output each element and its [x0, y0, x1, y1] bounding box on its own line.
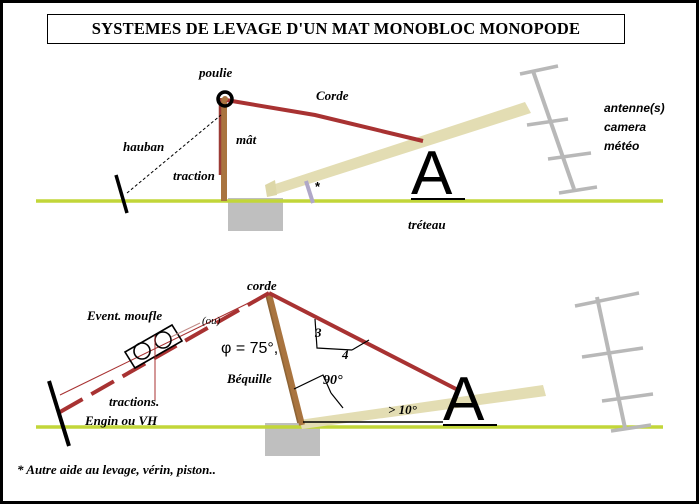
- bottom-anchor-stake: [47, 380, 71, 447]
- top-hauban: [126, 114, 222, 194]
- label-treteau: tréteau: [408, 217, 446, 232]
- label-payload-camera: camera: [604, 120, 647, 134]
- diagram-stage: SYSTEMES DE LEVAGE D'UN MAT MONOBLOC MON…: [3, 3, 696, 501]
- moufle-icon: [123, 323, 184, 370]
- top-boom-butt: [265, 180, 277, 197]
- top-mast-pedestal: [228, 198, 283, 231]
- bottom-antenna-crossbar-2: [581, 346, 644, 359]
- label-mat: mât: [236, 132, 257, 147]
- label-event-moufle: Event. moufle: [87, 308, 163, 323]
- top-antenna-pole: [531, 70, 576, 190]
- label-poulie: poulie: [199, 65, 233, 80]
- label-payload-antenne: antenne(s): [604, 101, 665, 115]
- label-ratio-rise: 3: [315, 325, 322, 340]
- label-phi-angle: φ = 75°,: [221, 340, 279, 357]
- bottom-antenna-crossbar-1: [574, 291, 640, 308]
- bottom-boom: [299, 385, 546, 429]
- label-hauban: hauban: [123, 139, 165, 154]
- bottom-treteau-aframe: A: [443, 365, 485, 434]
- bottom-traction-rope-thin: [59, 292, 270, 396]
- bottom-antenna-pole: [595, 296, 627, 429]
- title-box: SYSTEMES DE LEVAGE D'UN MAT MONOBLOC MON…: [47, 14, 625, 44]
- bottom-rope-right: [268, 291, 457, 391]
- bottom-antenna-crossbar-4: [610, 423, 652, 433]
- ou-leader-line: [170, 322, 201, 338]
- bottom-antenna-crossbar-3: [601, 392, 654, 403]
- pulley-hub-icon: [222, 96, 228, 102]
- slope-ratio-pointer: [351, 339, 370, 351]
- top-antenna-crossbar-4: [558, 185, 598, 195]
- top-treteau-aframe: A: [411, 139, 453, 208]
- moufle-body: [123, 323, 184, 370]
- label-corde-bottom: corde: [247, 278, 277, 293]
- right-angle-marks: [293, 374, 332, 394]
- pulley-icon: [216, 90, 234, 108]
- top-jack-strut: [304, 180, 315, 204]
- right-angle-pointer: [330, 392, 344, 409]
- label-bequille: Béquille: [227, 371, 272, 386]
- footnote: * Autre aide au levage, vérin, piston..: [17, 462, 216, 477]
- bottom-antenna-assembly: [574, 291, 654, 433]
- bottom-traction-rope-main: [59, 291, 270, 414]
- label-engin-ou-vh: Engin ou VH: [85, 413, 158, 428]
- label-traction: traction: [173, 168, 215, 183]
- top-antenna-crossbar-2: [526, 117, 569, 127]
- label-ground-angle: > 10°: [388, 402, 417, 417]
- label-payload-meteo: météo: [604, 139, 640, 153]
- diagram-vectors: [36, 64, 663, 447]
- top-antenna-crossbar-3: [547, 151, 592, 161]
- top-antenna-assembly: [519, 64, 598, 195]
- label-tractions: tractions.: [109, 394, 160, 409]
- page-title: SYSTEMES DE LEVAGE D'UN MAT MONOBLOC MON…: [91, 19, 581, 38]
- label-right-angle: 90°: [323, 373, 343, 388]
- moufle-sheave-1: [133, 342, 151, 360]
- slope-ratio-marks: [314, 318, 353, 351]
- top-anchor-stake: [114, 174, 129, 214]
- bequille-strut-edge: [265, 294, 299, 424]
- moufle-sheave-2: [154, 331, 172, 349]
- label-corde-top: Corde: [316, 88, 349, 103]
- bequille-strut: [266, 293, 305, 426]
- top-antenna-crossbar-1: [519, 64, 559, 76]
- label-ratio-run: 4: [342, 347, 349, 362]
- label-ou: (ou): [202, 315, 221, 327]
- top-rope: [225, 98, 424, 143]
- label-asterisk-marker: *: [315, 179, 321, 194]
- top-boom: [266, 102, 531, 196]
